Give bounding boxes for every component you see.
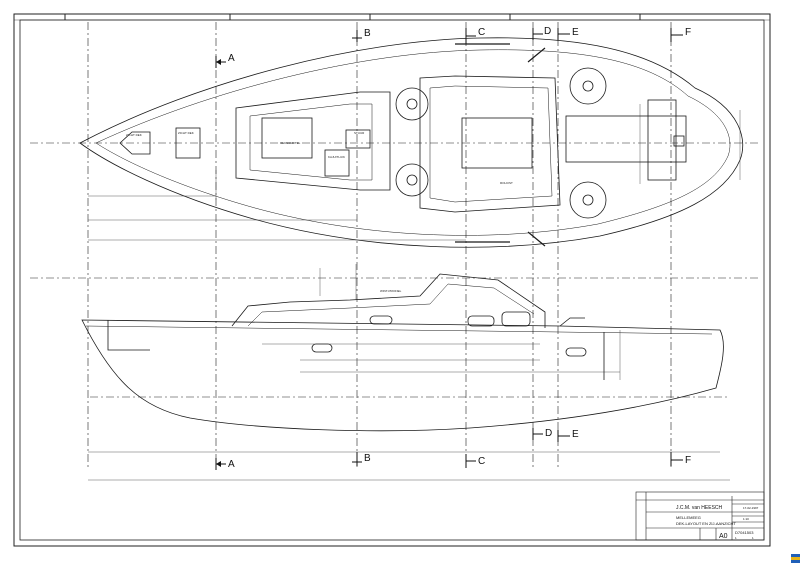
svg-text:STUUR: STUUR <box>354 131 365 135</box>
top-view-dimensions <box>88 104 741 241</box>
svg-text:KAJUITLUIK: KAJUITLUIK <box>328 155 345 159</box>
cabin-profile <box>231 273 546 328</box>
deck-edge-top <box>95 49 731 236</box>
sheet-count: 1 <box>752 536 754 540</box>
svg-text:B: B <box>364 453 371 464</box>
section-marker-c-bottom: C <box>465 454 485 468</box>
winch-drum <box>582 194 594 206</box>
svg-text:E: E <box>572 429 579 440</box>
winch-box <box>345 129 371 149</box>
svg-text:D: D <box>545 428 552 439</box>
section-marker-f-bottom: F <box>670 452 691 466</box>
hatch-fore <box>565 115 687 163</box>
brand-logo-icon <box>791 554 800 563</box>
sheet-size: A0 <box>719 533 728 540</box>
side-view-note: WINT-PROFIEL <box>380 289 402 293</box>
porthole-2 <box>467 315 495 327</box>
cabin-top-inner <box>429 85 553 203</box>
section-marker-f-top: F <box>670 27 691 42</box>
winch-stbd-fore <box>569 181 607 219</box>
winch-stbd-aft <box>395 163 429 197</box>
section-marker-d-bottom: D <box>532 428 552 440</box>
svg-text:B: B <box>364 28 371 39</box>
svg-text:DEKSCHOTEL: DEKSCHOTEL <box>280 141 301 145</box>
title-block <box>635 491 765 541</box>
hull-port-1 <box>311 343 333 353</box>
sheer-line <box>85 325 713 335</box>
porthole-3 <box>501 311 531 327</box>
rail-port <box>527 47 546 63</box>
section-markers-top: A B C D E F <box>215 26 691 68</box>
top-view-small-notes: ZICHT DEK ZICHT DEK DEKSCHOTEL STUUR KAJ… <box>126 131 513 185</box>
side-view <box>81 273 724 432</box>
cabin-profile-inner <box>247 283 535 327</box>
section-marker-a-bottom: A <box>215 458 235 470</box>
svg-text:ROLKIST: ROLKIST <box>500 181 513 185</box>
svg-text:A: A <box>228 459 235 470</box>
cockpit-inner <box>249 103 373 181</box>
winch-drum <box>582 80 594 92</box>
svg-text:D: D <box>544 26 551 37</box>
designer-name: J.C.M. van HEESCH <box>676 505 723 511</box>
svg-text:ZICHT DEK: ZICHT DEK <box>126 133 142 137</box>
winch-drum <box>406 174 418 186</box>
section-marker-a-top: A <box>215 53 235 68</box>
hull-port-2 <box>565 347 587 357</box>
svg-text:C: C <box>478 27 485 38</box>
section-marker-c-top: C <box>465 27 485 44</box>
section-marker-e-bottom: E <box>557 429 579 442</box>
section-marker-b-top: B <box>352 28 371 42</box>
cockpit-seat-box <box>261 117 313 159</box>
svg-text:A: A <box>228 53 235 64</box>
side-view-dimensions <box>88 264 730 481</box>
cockpit-outline <box>235 91 391 191</box>
helm-box <box>324 149 350 177</box>
anchor-well <box>647 99 677 181</box>
svg-text:F: F <box>685 455 691 466</box>
svg-text:C: C <box>478 456 485 467</box>
svg-text:ZICHT DEK: ZICHT DEK <box>178 131 194 135</box>
porthole-1 <box>369 315 393 325</box>
rail-stbd <box>527 231 546 247</box>
drawing-title: DEK-LAYOUT EN ZIJ-AANZICHT <box>676 521 736 526</box>
drawing-frame <box>13 13 771 547</box>
section-marker-e-top: E <box>557 27 579 40</box>
title-block-text: J.C.M. van HEESCH MELLEMEEG DEK-LAYOUT E… <box>676 505 759 540</box>
bow-locker <box>119 131 151 155</box>
cabin-top-outline <box>419 75 561 213</box>
section-marker-d-top: D <box>532 26 551 40</box>
forepeak-hatch <box>175 127 201 159</box>
section-lines <box>30 22 760 470</box>
sheet-number: 1 <box>735 536 737 540</box>
mast-step <box>673 135 685 147</box>
deck-plan-top-view <box>79 37 744 248</box>
drawing-scale: 1:10 <box>743 517 749 521</box>
winch-port-fore <box>569 67 607 105</box>
svg-text:E: E <box>572 27 579 38</box>
mast-base <box>559 317 585 327</box>
hull-profile <box>81 319 724 432</box>
svg-text:F: F <box>685 27 691 38</box>
winch-port-aft <box>395 87 429 121</box>
hatch-sliding <box>461 117 533 169</box>
drawing-date: 17-02-1997 <box>743 506 759 510</box>
project-name: MELLEMEEG <box>676 515 701 520</box>
section-markers-bottom: A B C D E F <box>215 428 691 470</box>
winch-drum <box>406 98 418 110</box>
drawing-number: D7041503 <box>735 530 754 535</box>
section-marker-b-bottom: B <box>352 452 371 466</box>
stanchion-aft <box>107 320 150 351</box>
